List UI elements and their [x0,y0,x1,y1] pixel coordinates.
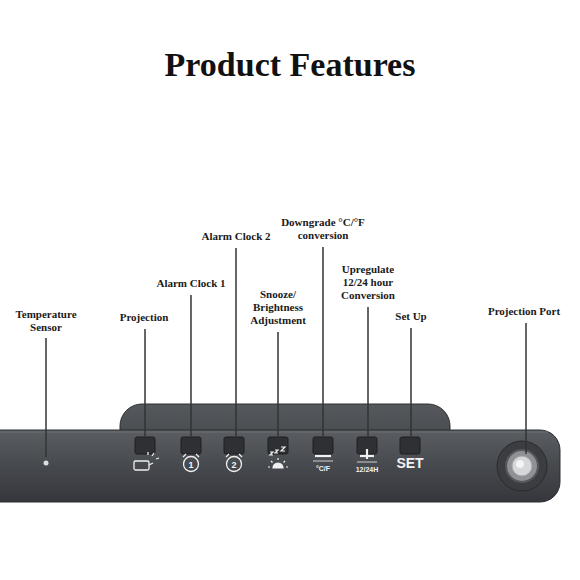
callout-label: Projection [120,311,169,324]
callout-label: Alarm Clock 1 [156,277,225,290]
callout-label: Alarm Clock 2 [201,230,270,243]
leader-line [46,247,526,457]
device-marking: 2 [231,461,236,470]
callout-label: Downgrade °C/°F conversion [274,216,372,242]
callout-label: Set Up [395,310,426,323]
callout-label: Upregulate 12/24 hour Conversion [333,263,403,302]
callout-label: Snooze/ Brightness Adjustment [245,288,311,327]
device-marking: °C/F [316,465,330,472]
callout-label: Temperature Sensor [6,308,86,334]
device-marking: 1 [188,461,193,470]
page-title: Product Features [0,46,580,84]
callout-label: Projection Port [488,305,560,318]
device-marking: 12/24H [356,466,379,473]
device-marking: SET [396,456,423,470]
